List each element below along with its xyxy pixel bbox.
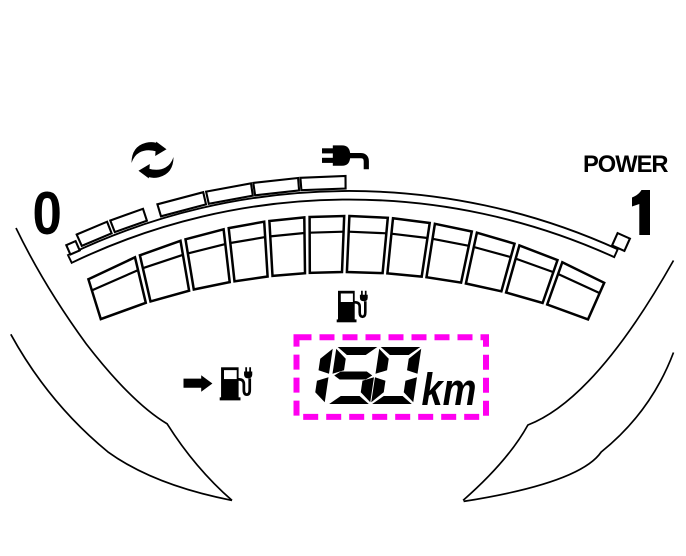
svg-text:km: km	[422, 364, 477, 415]
svg-text:0: 0	[33, 180, 62, 247]
svg-text:POWER: POWER	[583, 152, 668, 178]
